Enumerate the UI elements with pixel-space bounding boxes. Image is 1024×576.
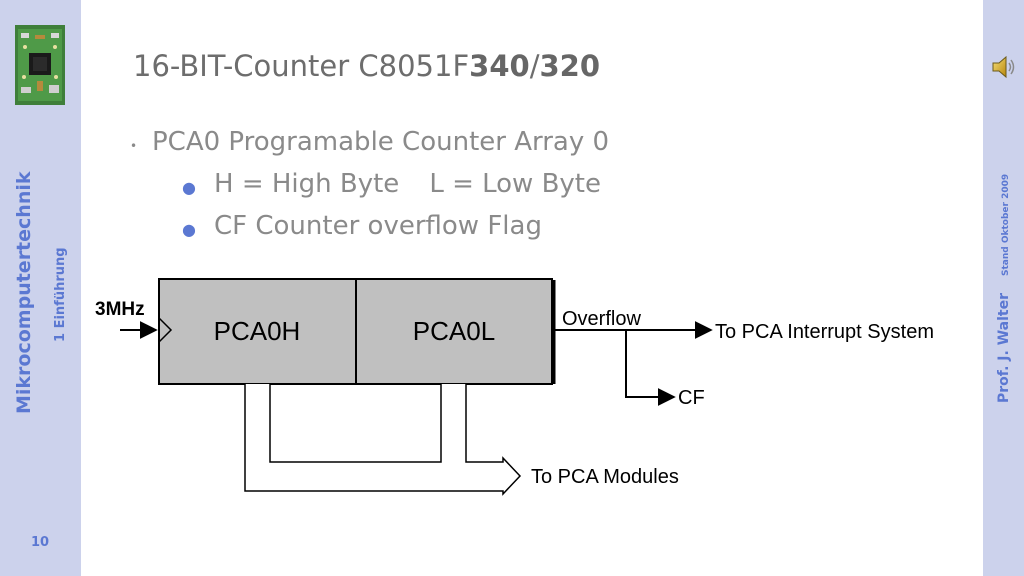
cf-label: CF bbox=[678, 387, 705, 409]
flag-text: CF Counter overflow Flag bbox=[214, 211, 542, 241]
high-byte-text: H = High Byte bbox=[214, 169, 400, 199]
overflow-label: Overflow bbox=[562, 308, 641, 330]
clock-label: 3MHz bbox=[95, 299, 145, 320]
right-sidebar bbox=[983, 0, 1024, 576]
low-byte-text: L = Low Byte bbox=[429, 169, 601, 199]
title-model-b: 320 bbox=[539, 49, 601, 83]
register-pca0h-box bbox=[158, 278, 357, 385]
speaker-icon[interactable] bbox=[991, 54, 1017, 80]
title-prefix: 16-BIT-Counter C8051F bbox=[133, 49, 470, 83]
modules-target-label: To PCA Modules bbox=[531, 466, 679, 488]
register-pca0l-label: PCA0L bbox=[413, 316, 495, 346]
modules-bus-arrow bbox=[244, 384, 522, 496]
left-sidebar: Mikrocomputertechnik 1 Einführung 10 bbox=[0, 0, 81, 576]
circuit-board-icon bbox=[15, 25, 65, 105]
slide-number: 10 bbox=[31, 535, 50, 550]
title-separator: / bbox=[529, 49, 540, 83]
bullet-dot-icon: ● bbox=[182, 220, 196, 239]
slide-title: 16-BIT-Counter C8051F340/320 bbox=[133, 49, 600, 83]
clock-edge-marker bbox=[158, 317, 173, 343]
register-pca0h-label: PCA0H bbox=[214, 316, 301, 346]
cf-branch-line bbox=[625, 330, 676, 406]
bullet-dot-icon: • bbox=[130, 139, 138, 153]
register-pca0l-box bbox=[355, 278, 553, 385]
bullet-dot-icon: ● bbox=[182, 178, 196, 197]
interrupt-target-label: To PCA Interrupt System bbox=[715, 321, 934, 343]
title-model-a: 340 bbox=[469, 49, 530, 83]
bullet-main-text: PCA0 Programable Counter Array 0 bbox=[152, 127, 610, 157]
